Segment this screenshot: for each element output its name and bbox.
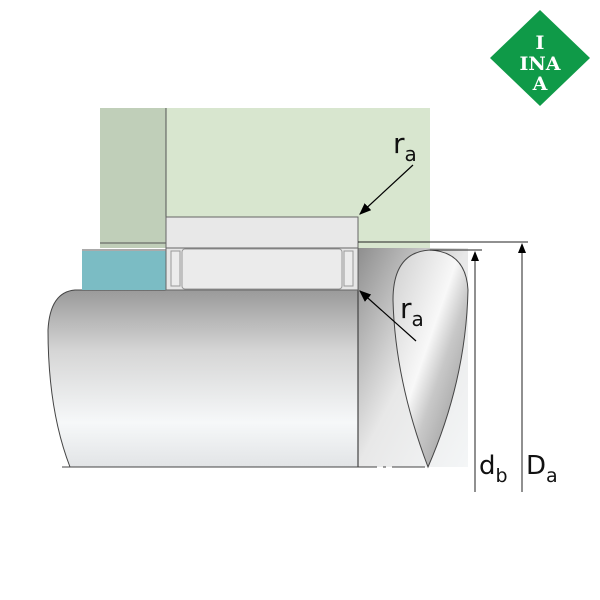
ra-upper-label: ra: [393, 127, 417, 166]
svg-text:INA: INA: [520, 53, 561, 75]
db-label: db: [479, 451, 508, 487]
Da-label: Da: [526, 451, 558, 487]
housing-shoulder: [100, 108, 166, 248]
svg-text:I: I: [536, 32, 545, 54]
shaft: [47, 289, 359, 468]
needle-roller: [181, 248, 343, 290]
ra-upper-leader: [359, 164, 414, 215]
svg-text:A: A: [532, 73, 548, 95]
bearing-outer-ring: [165, 216, 359, 249]
ra-lower-label: ra: [400, 292, 424, 331]
ra-lower-leader: [359, 290, 417, 342]
spacer-ring: [82, 251, 166, 290]
ina-logo: I INA A: [490, 10, 590, 106]
